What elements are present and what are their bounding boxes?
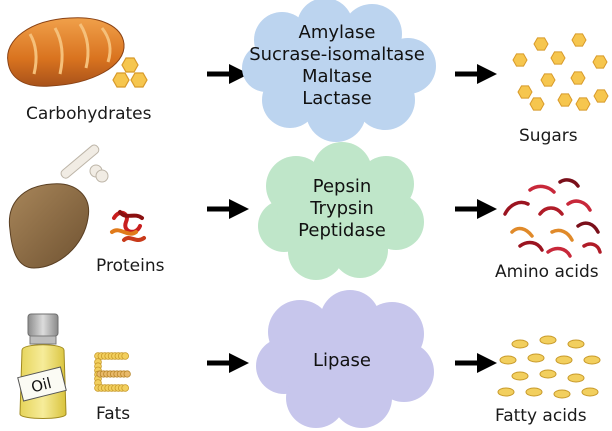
enzyme-list-fats: Lipase (281, 350, 403, 372)
enzyme-cloud-carbohydrates (242, 0, 436, 142)
protein-chain-icon (110, 210, 146, 242)
product-label-sugars: Sugars (519, 126, 578, 146)
enzyme-name: Maltase (301, 66, 373, 87)
fat-bead (121, 384, 129, 392)
enzyme-name: Peptidase (298, 220, 386, 241)
sugar-hexagon (557, 93, 573, 107)
fatty-acid-pill (553, 389, 571, 399)
fatty-acid-pill (497, 387, 515, 397)
sugar-hexagon (593, 89, 609, 103)
enzyme-name: Lipase (313, 350, 371, 371)
enzyme-list-carbohydrates: Amylase Sucrase-isomaltase Maltase Lacta… (236, 22, 438, 110)
fatty-acid-pill (567, 339, 585, 349)
sugar-hexagon (570, 71, 586, 85)
amino-acid-strand (510, 226, 534, 238)
fat-bead (121, 352, 129, 360)
enzyme-name: Lactase (302, 88, 372, 109)
bread-icon (7, 17, 125, 87)
fat-bead (123, 370, 131, 378)
amino-acid-strand (566, 199, 592, 212)
amino-acid-strand (518, 240, 544, 252)
fatty-acid-pill (511, 339, 529, 349)
sugar-hexagon (512, 53, 528, 67)
amino-acid-strand (582, 242, 602, 254)
fatty-acid-pill (525, 387, 543, 397)
fat-chain-icon (94, 352, 131, 392)
enzyme-name: Sucrase-isomaltase (249, 44, 425, 65)
amino-acid-strand (503, 200, 530, 216)
enzyme-list-proteins: Pepsin Trypsin Peptidase (261, 176, 423, 242)
fatty-acid-pills-icon (497, 335, 601, 399)
oil-label: Oil (29, 374, 53, 396)
product-label-fatty-acids: Fatty acids (495, 406, 587, 426)
amino-acid-strand (550, 228, 574, 242)
amino-acid-strand (546, 246, 572, 258)
chicken-leg-icon (8, 144, 109, 269)
sugar-hexagon (517, 85, 533, 99)
enzyme-name: Trypsin (310, 198, 374, 219)
fatty-acid-pill (583, 355, 601, 365)
oil-bottle-icon: Oil (17, 313, 67, 419)
fatty-acid-pill (511, 371, 529, 381)
sugar-hexagon (575, 97, 591, 111)
amino-acid-strand (558, 178, 580, 188)
sugar-hexagon (550, 51, 566, 65)
amino-acid-strand (576, 221, 600, 234)
sugar-hexagon (533, 37, 549, 51)
enzyme-cloud-proteins (258, 142, 424, 280)
enzyme-name: Pepsin (312, 176, 372, 197)
enzyme-name: Amylase (298, 22, 376, 43)
fatty-acid-pill (581, 387, 599, 397)
sugar-hexagon (529, 97, 545, 111)
source-label-fats: Fats (96, 404, 131, 424)
sugar-hexagon (540, 73, 556, 87)
sugar-hexagon (592, 55, 608, 69)
sugar-hexagon (571, 33, 587, 47)
fatty-acid-pill (527, 353, 545, 363)
hexagon-sugar-icon (112, 57, 148, 88)
fatty-acid-pill (539, 369, 557, 379)
fatty-acid-pill (499, 355, 517, 365)
arrow-icon (207, 64, 497, 373)
sugar-hexagons-icon (512, 33, 609, 111)
source-label-proteins: Proteins (96, 256, 165, 276)
fatty-acid-pill (539, 335, 557, 345)
amino-acid-strands-icon (503, 178, 602, 258)
source-label-carbohydrates: Carbohydrates (26, 104, 152, 124)
amino-acid-strand (538, 206, 564, 216)
fatty-acid-pill (555, 355, 573, 365)
product-label-amino-acids: Amino acids (495, 262, 599, 282)
enzyme-cloud-fats (256, 290, 434, 428)
fatty-acid-pill (567, 373, 585, 383)
amino-acid-strand (528, 184, 556, 194)
